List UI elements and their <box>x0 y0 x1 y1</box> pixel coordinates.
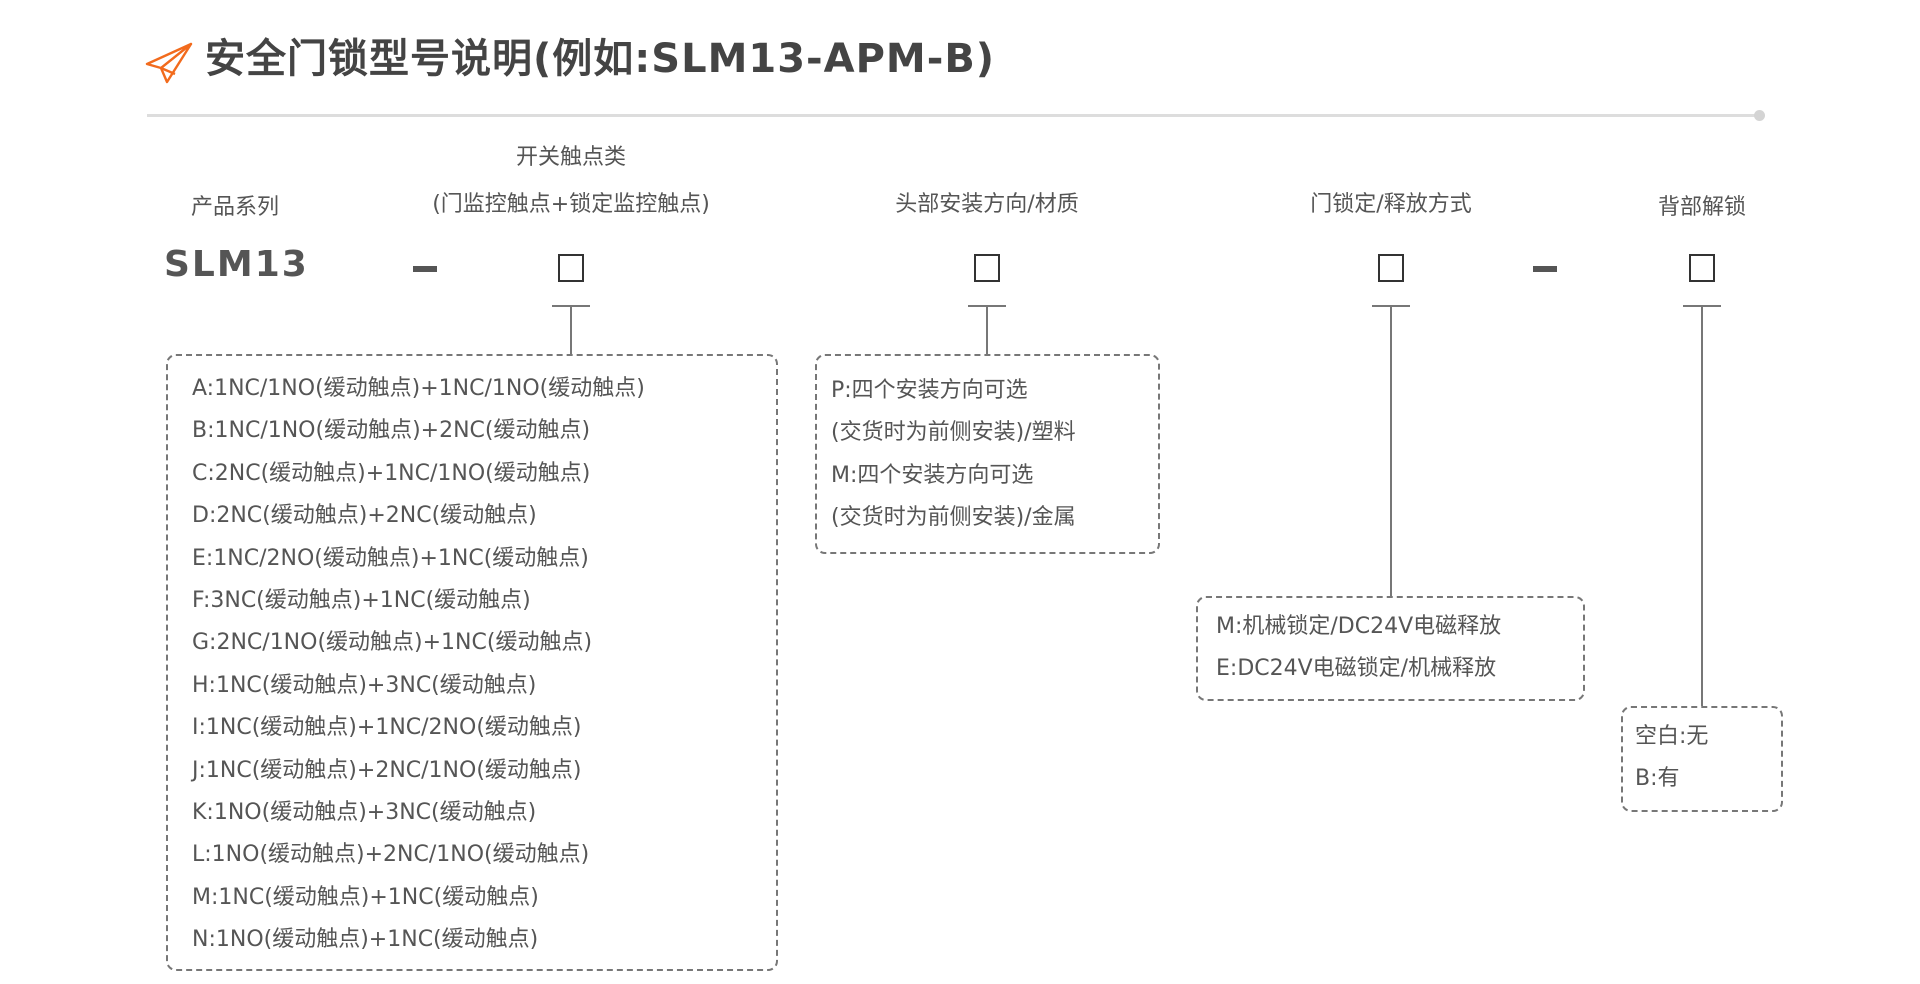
separator-dash <box>413 266 437 272</box>
head-slot <box>974 254 1000 282</box>
contacts-option: G:2NC/1NO(缓动触点)+1NC(缓动触点) <box>192 630 593 656</box>
head-option: M:四个安装方向可选 <box>831 462 1034 488</box>
lock-option: M:机械锁定/DC24V电磁释放 <box>1216 614 1502 639</box>
rear-slot <box>1689 254 1715 282</box>
contacts-options-box: A:1NC/1NO(缓动触点)+1NC/1NO(缓动触点) B:1NC/1NO(… <box>166 354 778 971</box>
paper-plane-icon <box>145 42 193 84</box>
series-value: SLM13 <box>164 244 309 285</box>
contacts-option: H:1NC(缓动触点)+3NC(缓动触点) <box>192 672 537 698</box>
rear-option: 空白:无 <box>1635 724 1709 749</box>
rear-options-box: 空白:无 B:有 <box>1621 706 1783 812</box>
lock-connector-line <box>1390 305 1392 596</box>
contacts-option: K:1NO(缓动触点)+3NC(缓动触点) <box>192 800 537 826</box>
head-label: 头部安装方向/材质 <box>895 192 1079 217</box>
contacts-option: C:2NC(缓动触点)+1NC/1NO(缓动触点) <box>192 460 591 486</box>
contacts-option: L:1NO(缓动触点)+2NC/1NO(缓动触点) <box>192 842 590 868</box>
lock-label: 门锁定/释放方式 <box>1310 192 1472 217</box>
rear-label: 背部解锁 <box>1657 195 1746 220</box>
page-title: 安全门锁型号说明(例如:SLM13-APM-B) <box>205 36 996 82</box>
rear-option: B:有 <box>1635 766 1680 792</box>
contacts-option: M:1NC(缓动触点)+1NC(缓动触点) <box>192 884 539 910</box>
title-divider <box>147 114 1759 117</box>
head-options-box: P:四个安装方向可选 (交货时为前侧安装)/塑料 M:四个安装方向可选 (交货时… <box>815 354 1160 554</box>
lock-option: E:DC24V电磁锁定/机械释放 <box>1216 656 1497 682</box>
contacts-option: F:3NC(缓动触点)+1NC(缓动触点) <box>192 588 531 614</box>
lock-slot <box>1378 254 1404 282</box>
contacts-connector-line <box>570 305 572 355</box>
contacts-option: N:1NO(缓动触点)+1NC(缓动触点) <box>192 927 539 953</box>
divider-end-dot <box>1754 110 1765 121</box>
contacts-option: E:1NC/2NO(缓动触点)+1NC(缓动触点) <box>192 545 589 571</box>
contacts-label: 开关触点类 <box>515 145 626 170</box>
head-option: (交货时为前侧安装)/塑料 <box>831 420 1076 446</box>
contacts-option: A:1NC/1NO(缓动触点)+1NC/1NO(缓动触点) <box>192 376 645 401</box>
head-connector-line <box>986 305 988 355</box>
contacts-option: I:1NC(缓动触点)+1NC/2NO(缓动触点) <box>192 715 582 741</box>
contacts-option: D:2NC(缓动触点)+2NC(缓动触点) <box>192 503 537 529</box>
contacts-slot <box>558 254 584 282</box>
separator-dash-2 <box>1533 266 1557 272</box>
rear-connector-line <box>1701 305 1703 706</box>
series-label: 产品系列 <box>190 195 279 220</box>
lock-options-box: M:机械锁定/DC24V电磁释放 E:DC24V电磁锁定/机械释放 <box>1196 596 1585 701</box>
contacts-option: J:1NC(缓动触点)+2NC/1NO(缓动触点) <box>192 757 582 783</box>
head-option: P:四个安装方向可选 <box>831 378 1028 403</box>
contacts-sublabel: (门监控触点+锁定监控触点) <box>432 192 710 217</box>
contacts-option: B:1NC/1NO(缓动触点)+2NC(缓动触点) <box>192 418 591 444</box>
head-option: (交货时为前侧安装)/金属 <box>831 505 1076 531</box>
